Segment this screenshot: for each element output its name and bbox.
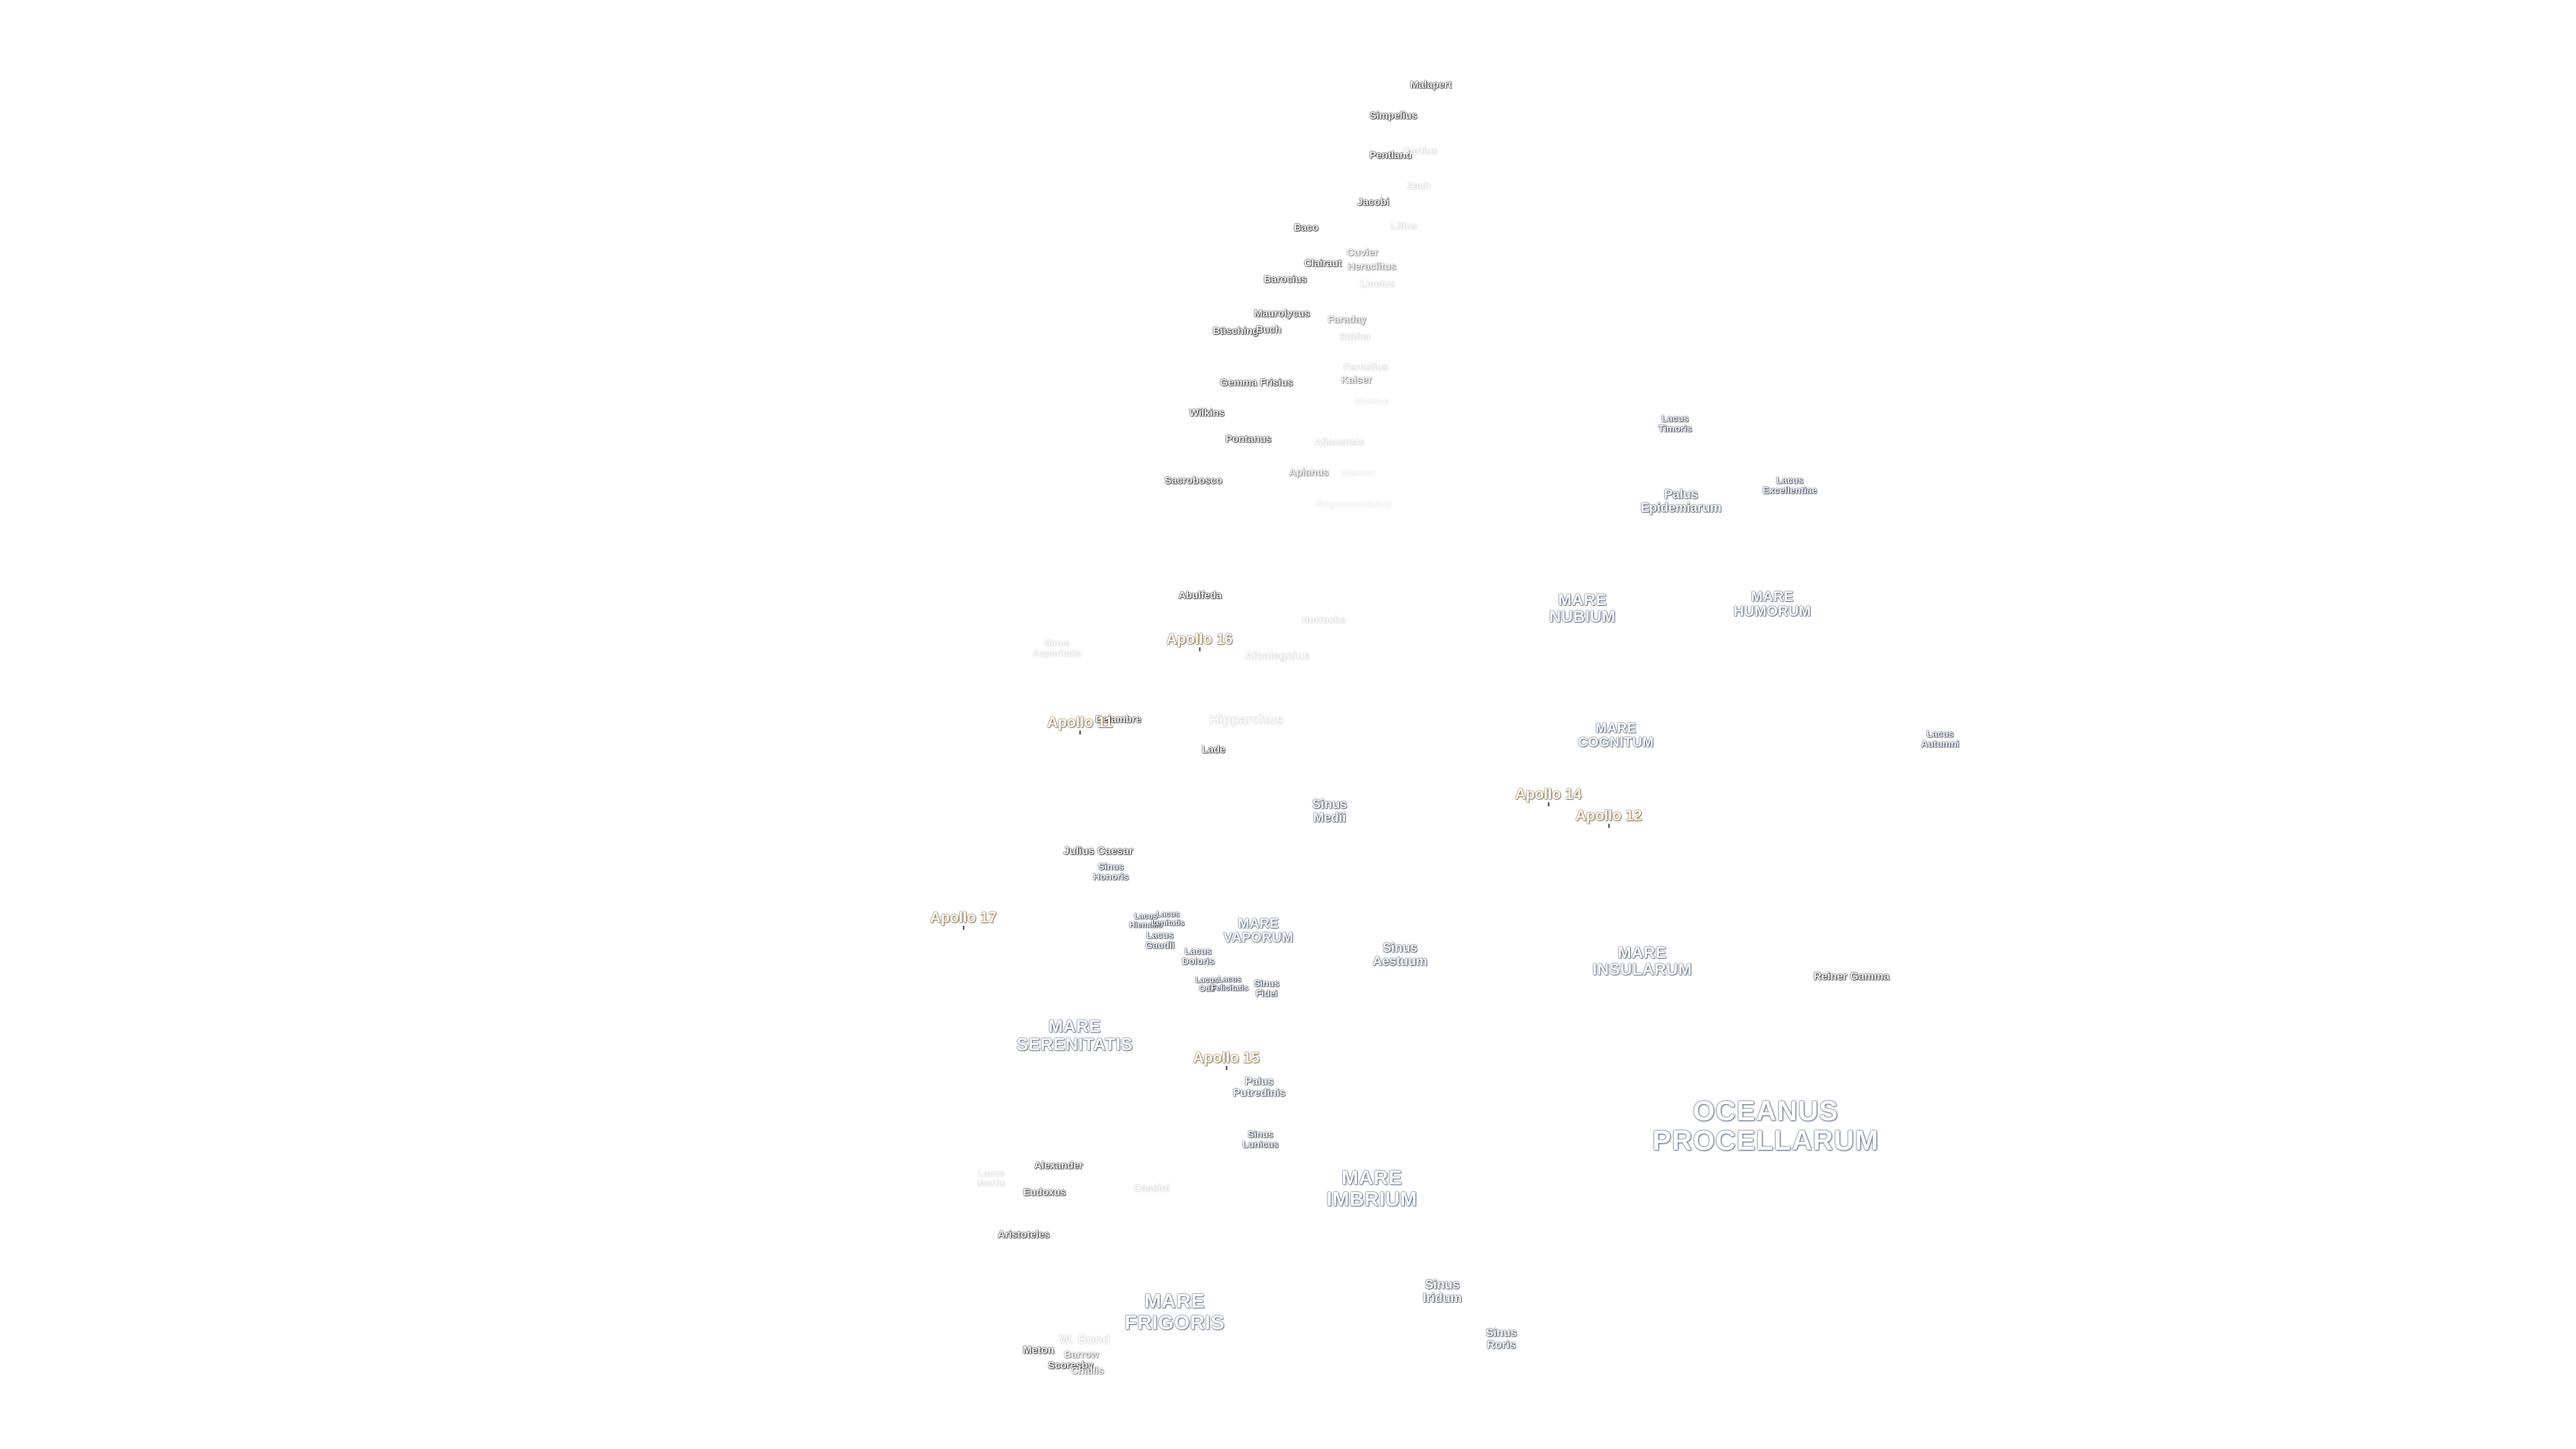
crater-label-eudoxus: Eudoxus <box>1023 1187 1066 1199</box>
crater-label-pontanus: Pontanus <box>1225 433 1272 445</box>
apollo-16-site[interactable]: Apollo 16 <box>1166 631 1233 652</box>
landing-site-marker-icon <box>1198 647 1200 652</box>
apollo-15-site[interactable]: Apollo 15 <box>1193 1050 1260 1071</box>
crater-label-maurolycus: Maurolycus <box>1254 308 1310 320</box>
crater-label-meton: Meton <box>1022 1344 1055 1356</box>
crater-label-curtius: Curtius <box>1402 146 1438 158</box>
crater-label-clairaut: Clairaut <box>1304 258 1342 270</box>
crater-label-werner: Werner <box>1341 468 1376 480</box>
crater-label-fernelius: Fernelius <box>1343 362 1389 374</box>
crater-label-cassini: Cassini <box>1134 1183 1170 1195</box>
crater-label-stofler: Stöfler <box>1339 331 1371 343</box>
crater-label-nonius: Nonius <box>1354 396 1389 408</box>
crater-label-gemma-frisius: Gemma Frisius <box>1220 377 1293 389</box>
crater-label-pentland: Pentland <box>1369 150 1412 162</box>
crater-label-julius-caesar: Julius Caesar <box>1063 845 1134 857</box>
crater-label-zach: Zach <box>1407 180 1431 193</box>
crater-label-baco: Baco <box>1293 222 1319 234</box>
landing-site-marker-icon <box>1607 824 1609 828</box>
crater-label-simpelius: Simpelius <box>1369 110 1417 122</box>
crater-label-busching: Büsching <box>1212 325 1259 337</box>
crater-label-reiner-gamma: Reiner Gamma <box>1813 971 1890 983</box>
crater-label-apianus: Apianus <box>1289 467 1329 479</box>
crater-label-w-bond: W. Bond <box>1059 1333 1110 1348</box>
crater-label-heraclitus: Heraclitus <box>1347 261 1397 273</box>
crater-label-abulfeda: Abulfeda <box>1178 590 1222 602</box>
crater-label-barocius: Barocius <box>1263 274 1307 286</box>
crater-label-faraday: Faraday <box>1328 314 1366 326</box>
crater-label-hipparchus: Hipparchus <box>1209 712 1284 728</box>
crater-label-aliacensis: Aliacensis <box>1314 437 1365 449</box>
apollo-17-site[interactable]: Apollo 17 <box>930 910 997 930</box>
apollo-11-site[interactable]: Apollo 11 <box>1047 714 1113 735</box>
crater-label-buch: Buch <box>1256 324 1281 336</box>
crater-label-lilius: Lilius <box>1391 221 1417 233</box>
crater-label-scoresby: Scoresby <box>1048 1360 1093 1372</box>
crater-label-cuvier: Cuvier <box>1346 247 1379 259</box>
apollo-14-site[interactable]: Apollo 14 <box>1515 786 1582 807</box>
crater-label-sacrobosco: Sacrobosco <box>1165 475 1222 487</box>
crater-label-jacobi: Jacobi <box>1357 197 1389 209</box>
landing-site-marker-icon <box>1225 1066 1227 1071</box>
crater-label-barrow: Barrow <box>1064 1349 1099 1361</box>
crater-label-horrocks: Horrocks <box>1301 614 1346 627</box>
crater-label-wilkins: Wilkins <box>1189 407 1225 419</box>
crater-label-aristoteles: Aristoteles <box>998 1229 1050 1241</box>
landing-site-marker-icon <box>1079 731 1081 735</box>
landing-site-marker-icon <box>1547 802 1549 807</box>
crater-label-lade: Lade <box>1201 744 1226 756</box>
crater-label-albategnius: Albategnius <box>1244 649 1310 663</box>
landing-site-marker-icon <box>962 926 964 930</box>
crater-label-regiomontanus: Regiomontanus <box>1316 498 1392 511</box>
crater-label-challis: Challis <box>1071 1365 1104 1377</box>
crater-label-kaiser: Kaiser <box>1341 374 1372 386</box>
apollo-12-site[interactable]: Apollo 12 <box>1575 808 1642 828</box>
crater-label-alexander: Alexander <box>1034 1160 1083 1172</box>
crater-label-delambre: Delambre <box>1095 714 1142 726</box>
crater-label-licetus: Licetus <box>1360 278 1396 290</box>
crater-label-malapert: Malapert <box>1410 79 1452 91</box>
